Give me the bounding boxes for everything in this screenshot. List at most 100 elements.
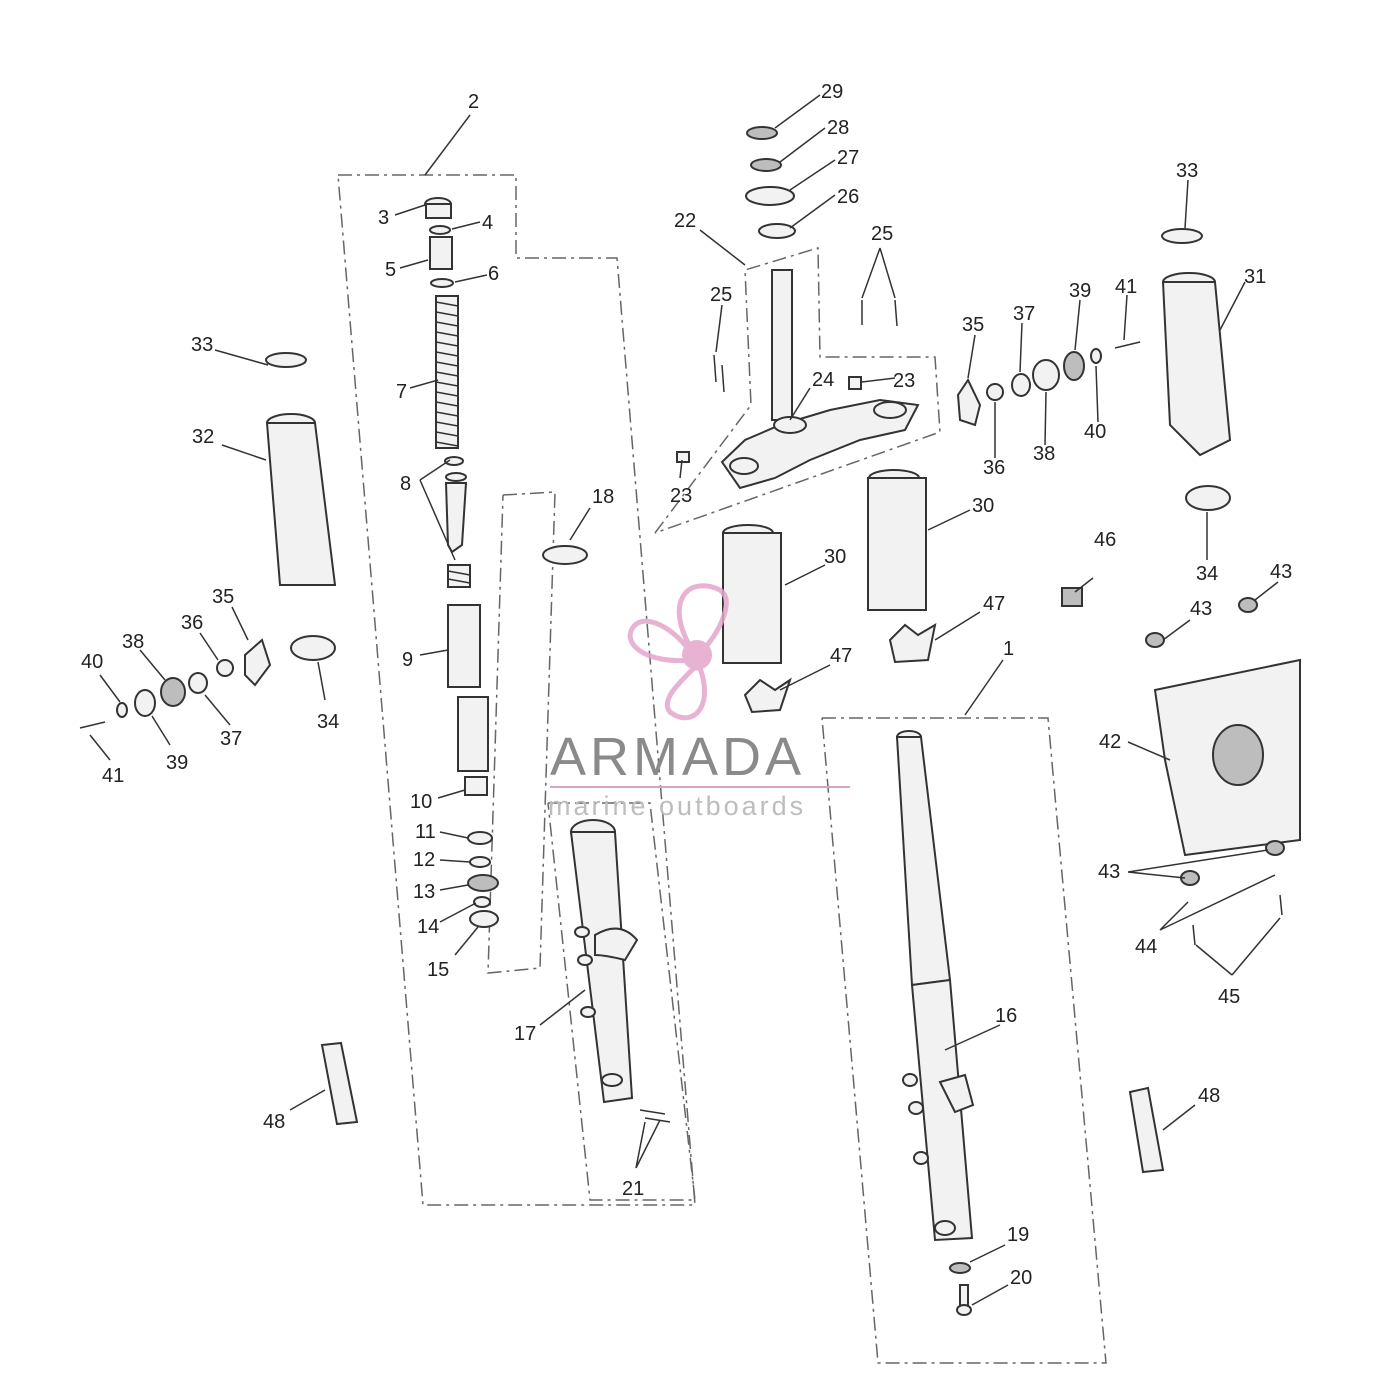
- left-leg-frame: [547, 802, 696, 1201]
- seal-18: [542, 545, 588, 565]
- callout-25-right: 25: [871, 223, 893, 245]
- callout-12: 12: [413, 849, 435, 871]
- nut-43-b: [1145, 632, 1165, 648]
- washer-14: [473, 896, 491, 908]
- right-fork-leg: [895, 730, 975, 1242]
- callout-35-right: 35: [962, 314, 984, 336]
- callout-32: 32: [192, 426, 214, 448]
- shroud-31: [1161, 272, 1232, 457]
- steering-yoke: [720, 269, 920, 490]
- shroud-32: [265, 413, 337, 586]
- callout-34-right: 34: [1196, 563, 1218, 585]
- callout-43-bottom: 43: [1098, 861, 1120, 883]
- bush-47-right: [888, 623, 937, 664]
- nut-46: [1061, 587, 1083, 607]
- callout-11: 11: [415, 821, 436, 843]
- callout-25-left: 25: [710, 284, 732, 306]
- inner-tube-9-top: [447, 604, 481, 688]
- inner-tube-frame: [487, 491, 556, 974]
- callout-41-left: 41: [102, 765, 124, 787]
- damper-rod: [444, 456, 468, 554]
- callout-43-top: 43: [1270, 561, 1292, 583]
- nut-43-a: [1238, 597, 1258, 613]
- callout-6: 6: [488, 263, 499, 285]
- top-cap: [424, 197, 452, 219]
- bolt-20: [956, 1284, 972, 1316]
- screw-45-b: [1192, 924, 1196, 946]
- grommet-34-right: [1185, 485, 1231, 511]
- callout-18: 18: [592, 486, 614, 508]
- strip-48-right: [1128, 1086, 1165, 1174]
- callout-39-left: 39: [166, 752, 188, 774]
- callout-labels: 1 2 3 4 5 6 7 8 9 10 11 12 13 14 15 16 1…: [81, 81, 1292, 1289]
- callout-37-right: 37: [1013, 303, 1035, 325]
- callout-48-left: 48: [263, 1111, 285, 1133]
- callout-36-right: 36: [983, 457, 1005, 479]
- callout-31: 31: [1244, 266, 1266, 288]
- callout-21: 21: [622, 1178, 644, 1200]
- washer-6: [430, 278, 454, 288]
- yoke-bolts: [676, 299, 898, 463]
- fork-assembly-frame: [337, 174, 696, 1206]
- callout-44: 44: [1135, 936, 1157, 958]
- callout-38-left: 38: [122, 631, 144, 653]
- watermark-subtitle: marine outboards: [548, 791, 806, 821]
- callout-23-lower: 23: [670, 485, 692, 507]
- callout-45: 45: [1218, 986, 1240, 1008]
- callout-24: 24: [812, 369, 834, 391]
- callout-35-left: 35: [212, 586, 234, 608]
- callout-3: 3: [378, 207, 389, 229]
- callout-7: 7: [396, 381, 407, 403]
- callout-38-right: 38: [1033, 443, 1055, 465]
- bolts-21: [639, 1109, 671, 1123]
- callout-10: 10: [410, 791, 432, 813]
- ring-11: [467, 831, 493, 845]
- callout-30-right: 30: [972, 495, 994, 517]
- stem-nuts: [745, 126, 796, 239]
- callout-46: 46: [1094, 529, 1116, 551]
- callout-1: 1: [1003, 638, 1014, 660]
- dust-seal-15: [469, 910, 499, 928]
- callout-14: 14: [417, 916, 439, 938]
- callout-48-right: 48: [1198, 1085, 1220, 1107]
- callout-9: 9: [402, 649, 413, 671]
- rebound-spring: [447, 564, 471, 588]
- clip-12: [469, 856, 491, 868]
- callout-43-mid: 43: [1190, 598, 1212, 620]
- left-fork-leg: [569, 819, 639, 1104]
- seal-13: [467, 874, 499, 892]
- headlamp-cowl: [1153, 658, 1301, 857]
- washer-19: [949, 1262, 971, 1274]
- leader-lines: [89, 94, 1281, 1306]
- ring-33-right: [1161, 228, 1203, 244]
- armada-watermark: ARMADA marine outboards: [548, 583, 850, 821]
- callout-15: 15: [427, 959, 449, 981]
- o-ring-4: [429, 225, 451, 235]
- nut-43-c: [1265, 840, 1285, 856]
- reflector-mount-left: [79, 638, 272, 729]
- callout-37-left: 37: [220, 728, 242, 750]
- callout-2: 2: [468, 91, 479, 113]
- ring-33-left: [265, 352, 307, 368]
- fork-cover-30-left: [722, 524, 782, 664]
- callout-28: 28: [827, 117, 849, 139]
- watermark-title: ARMADA: [550, 727, 805, 787]
- callout-27: 27: [837, 147, 859, 169]
- callout-40-right: 40: [1084, 421, 1106, 443]
- fork-spring: [435, 295, 459, 449]
- callout-47-right: 47: [983, 593, 1005, 615]
- callout-33-right: 33: [1176, 160, 1198, 182]
- callout-8: 8: [400, 473, 411, 495]
- callout-33-left: 33: [191, 334, 213, 356]
- callout-19: 19: [1007, 1224, 1029, 1246]
- bush-10: [464, 776, 488, 796]
- callout-22: 22: [674, 210, 696, 232]
- callout-23-upper: 23: [893, 370, 915, 392]
- bush-47-left: [743, 677, 792, 714]
- callout-29: 29: [821, 81, 843, 103]
- reflector-mount-right: [956, 341, 1141, 427]
- inner-tube-9-bottom: [457, 696, 489, 772]
- callout-4: 4: [482, 212, 493, 234]
- callout-20: 20: [1010, 1267, 1032, 1289]
